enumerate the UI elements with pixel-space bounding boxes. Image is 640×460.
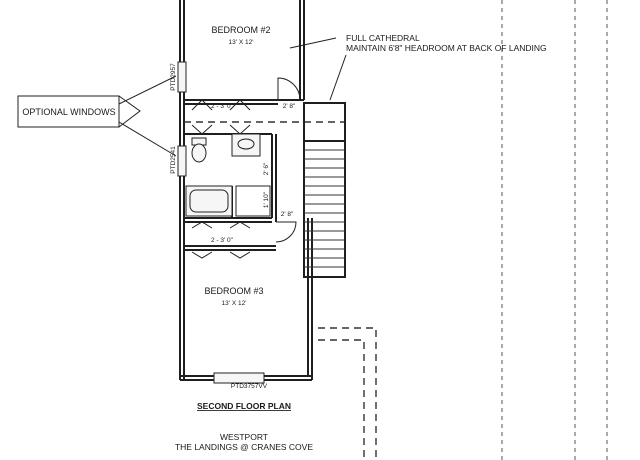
window-bottom-tag: PTD3757VV (231, 383, 268, 390)
plan-title: SECOND FLOOR PLAN (197, 401, 291, 411)
window-upper-tag: PTD2957 (170, 63, 177, 91)
closet-upper-dim: 2 - 3' 0" (211, 103, 234, 110)
headroom-label: MAINTAIN 6'8" HEADROOM AT BACK OF LANDIN… (346, 43, 547, 53)
staircase (303, 140, 346, 278)
door-lower-dim: 2' 8" (281, 211, 294, 218)
model-name: WESTPORT (220, 432, 268, 442)
closet-lower-dim: 2 - 3' 0" (211, 237, 234, 244)
bedroom2-size: 13' X 12' (229, 39, 254, 46)
bathtub-inner (189, 189, 229, 213)
window-lower-tag: PTD2541 (170, 146, 177, 174)
window-bottom (213, 372, 265, 384)
landing-dashed-outline (318, 327, 377, 460)
optional-windows-box (17, 95, 120, 128)
window-lower (177, 145, 187, 177)
bedroom3-label: BEDROOM #3 (204, 286, 263, 296)
door-upper-dim: 2' 8" (283, 103, 296, 110)
window-upper (177, 61, 187, 93)
community-name: THE LANDINGS @ CRANES COVE (175, 442, 313, 452)
lower-closet-bifold (191, 221, 251, 259)
linen-dim: 1' 10" (263, 191, 270, 208)
bathroom-sink (237, 138, 255, 150)
optional-windows-leader-lower (118, 121, 177, 157)
hall-width-dim: 2' 6" (263, 162, 270, 175)
optional-windows-arrow-shape (118, 95, 141, 128)
linen-closet (235, 185, 271, 217)
landing-dashed-outline-inner (318, 339, 365, 460)
cathedral-leader-2 (329, 54, 347, 101)
toilet-bowl (191, 143, 207, 163)
upper-door-swing (277, 77, 301, 101)
optional-windows-leader-upper (118, 75, 177, 105)
optional-windows-label: OPTIONAL WINDOWS (22, 107, 115, 117)
cathedral-leader (289, 37, 337, 49)
bedroom3-size: 13' X 12' (222, 300, 247, 307)
cathedral-label: FULL CATHEDRAL (346, 33, 420, 43)
bedroom2-label: BEDROOM #2 (211, 25, 270, 35)
lower-door-swing (275, 221, 297, 243)
